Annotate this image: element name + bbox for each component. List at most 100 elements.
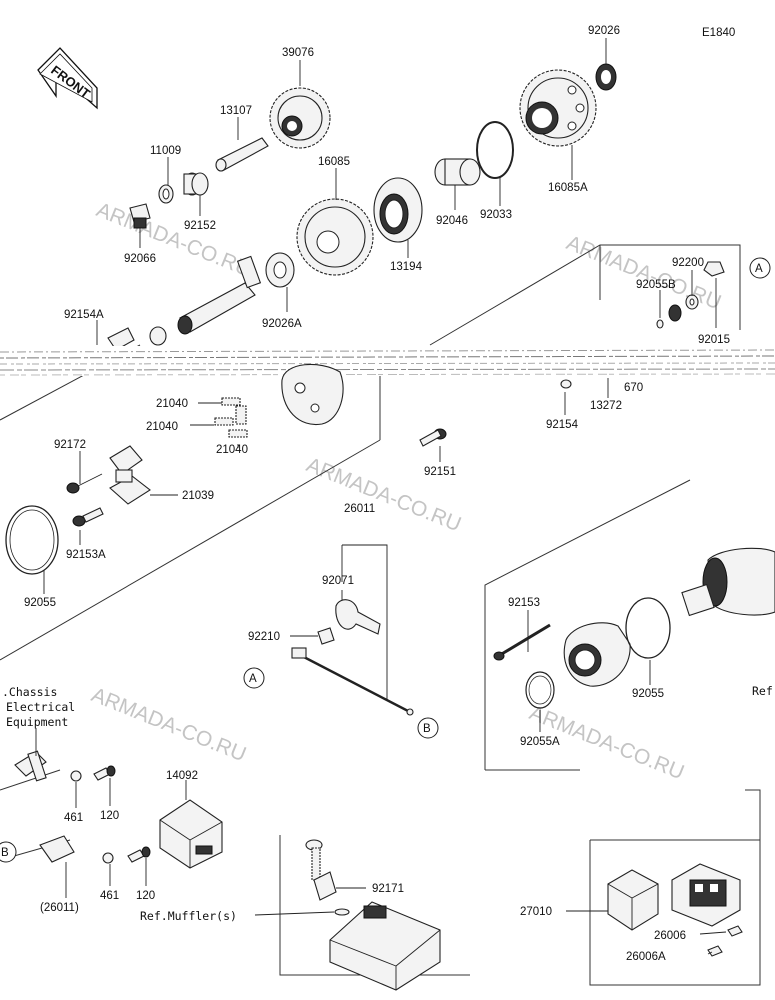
label-461-bottom: 461 <box>100 890 119 902</box>
label-92153: 92153 <box>508 597 540 609</box>
note-chassis-line2: Electrical <box>6 700 75 714</box>
label-16085A: 16085A <box>548 182 588 194</box>
note-ref-right: Ref <box>752 684 773 698</box>
starter-motor <box>681 547 775 617</box>
note-muffler: Ref.Muffler(s) <box>140 909 237 923</box>
screw-bottom-center <box>305 839 323 881</box>
label-16085: 16085 <box>318 156 350 168</box>
label-92066: 92066 <box>124 253 156 265</box>
nut-92015 <box>703 261 725 277</box>
label-26011: 26011 <box>344 503 375 515</box>
watermark: ARMADA-CO.RU <box>88 683 249 766</box>
bolt-92151 <box>419 428 447 447</box>
callout-a-top: A <box>755 263 763 275</box>
cover-housing <box>281 363 344 426</box>
label-92200: 92200 <box>672 257 704 269</box>
clamp-left-top <box>14 750 47 782</box>
washer-92026A <box>265 252 295 288</box>
callout-circle <box>243 667 265 689</box>
gear-16085 <box>296 198 374 276</box>
label-92154: 92154 <box>546 419 579 431</box>
brush-holder-21039 <box>109 445 151 505</box>
label-92071: 92071 <box>322 575 354 587</box>
relay-27010 <box>607 863 741 931</box>
gear-39076 <box>269 87 331 149</box>
callout-circle <box>417 717 439 739</box>
diagram-code: E1840 <box>702 27 735 39</box>
oring-92055-left <box>5 505 59 575</box>
label-120-top: 120 <box>100 810 119 822</box>
fuse-26006A <box>707 945 723 957</box>
label-92153A: 92153A <box>66 549 106 561</box>
washer-92200 <box>685 294 699 310</box>
callout-circle <box>0 841 17 863</box>
leader-lines <box>35 38 727 955</box>
label-92055-right: 92055 <box>632 688 664 700</box>
washer-92154A <box>107 326 167 351</box>
end-cover <box>563 622 631 687</box>
callout-b-left: B <box>1 847 9 859</box>
seal-92026 <box>595 63 617 91</box>
label-92026: 92026 <box>588 25 620 37</box>
label-11009: 11009 <box>150 145 181 157</box>
screw-92172 <box>66 473 103 494</box>
bearing-92046 <box>434 158 481 186</box>
oring-92055-right <box>625 597 671 659</box>
scan-noise-band <box>0 346 775 376</box>
label-27010: 27010 <box>520 906 552 918</box>
cable-26011 <box>291 544 414 716</box>
label-26006A: 26006A <box>626 951 666 963</box>
label-92055-left: 92055 <box>24 597 56 609</box>
label-92210: 92210 <box>248 631 280 643</box>
clutch-13194 <box>373 177 423 243</box>
front-arrow: FRONT <box>37 47 98 110</box>
note-chassis-line3: Equipment <box>6 715 68 729</box>
label-92152: 92152 <box>184 220 216 232</box>
oring-92055A <box>525 671 555 709</box>
part-labels: 39076 92026 13107 11009 16085 16085A 921… <box>24 25 730 963</box>
screw-120-bottom <box>127 846 151 863</box>
label-21039: 21039 <box>182 490 214 502</box>
screw-120-top <box>93 765 116 781</box>
callout-circle <box>749 257 771 279</box>
label-13107: 13107 <box>220 105 252 117</box>
bolt-92066 <box>129 203 151 229</box>
label-92172: 92172 <box>54 439 86 451</box>
clamp-left-bottom <box>39 835 75 863</box>
label-21040-b: 21040 <box>146 421 178 433</box>
label-92015: 92015 <box>698 334 730 346</box>
label-21040-c: 21040 <box>216 444 248 456</box>
label-26006: 26006 <box>654 930 686 942</box>
label-92026A: 92026A <box>262 318 302 330</box>
label-92055A: 92055A <box>520 736 560 748</box>
note-chassis-line1: .Chassis <box>2 685 57 699</box>
label-92171: 92171 <box>372 883 404 895</box>
gear-16085A <box>519 69 597 147</box>
label-13272: 13272 <box>590 400 622 412</box>
fuse-26006 <box>727 925 743 937</box>
circlip-92033 <box>476 121 514 179</box>
bush-92152 <box>183 172 209 196</box>
label-92033: 92033 <box>480 209 512 221</box>
callout-a-mid: A <box>249 673 257 685</box>
screw-92153A <box>72 507 104 527</box>
label-13194: 13194 <box>390 261 423 273</box>
label-92046: 92046 <box>436 215 468 227</box>
washer-461-bottom <box>102 852 114 864</box>
idle-shaft <box>177 255 262 335</box>
springs-21040 <box>214 397 248 438</box>
label-14092: 14092 <box>166 770 198 782</box>
label-92154A: 92154A <box>64 309 104 321</box>
bolt-92154 <box>560 379 572 389</box>
reference-notes: .Chassis Electrical Equipment Ref.Muffle… <box>2 684 773 923</box>
washer-11009 <box>158 184 174 204</box>
label-92151: 92151 <box>424 466 456 478</box>
label-120-bottom: 120 <box>136 890 155 902</box>
label-26011-ref: (26011) <box>40 902 79 914</box>
washer-461-top <box>70 770 82 782</box>
label-21040-a: 21040 <box>156 398 188 410</box>
label-670: 670 <box>624 382 643 394</box>
ecu-unit <box>329 901 441 991</box>
watermark: ARMADA-CO.RU <box>563 231 724 314</box>
